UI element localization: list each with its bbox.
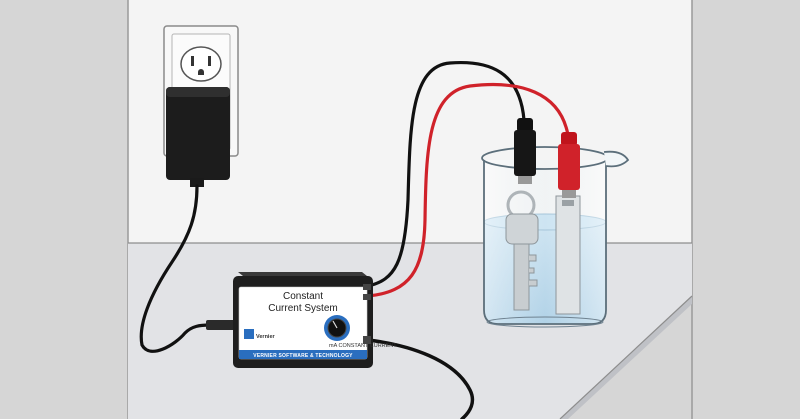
constant-current-device: Constant Current System Vernier mA CONST… bbox=[233, 272, 397, 368]
table-top bbox=[128, 243, 692, 419]
device-title-line1: Constant bbox=[283, 291, 323, 302]
metal-strip-electrode bbox=[555, 195, 581, 315]
right-margin bbox=[692, 0, 800, 419]
left-margin bbox=[0, 0, 128, 419]
black-clip bbox=[514, 118, 536, 184]
red-wire bbox=[366, 82, 570, 298]
table-edge-line bbox=[559, 295, 693, 419]
device-footer-text: VERNIER SOFTWARE & TECHNOLOGY bbox=[253, 353, 353, 359]
power-adapter bbox=[166, 87, 230, 187]
black-wire bbox=[366, 60, 526, 288]
vernier-brand: Vernier bbox=[256, 334, 276, 340]
red-clip bbox=[558, 132, 580, 198]
dial-indicator bbox=[332, 320, 338, 329]
beaker-glass bbox=[483, 160, 607, 325]
beaker bbox=[481, 146, 630, 328]
key-electrode bbox=[505, 190, 539, 311]
output-cable bbox=[366, 338, 475, 419]
adapter-cord bbox=[139, 184, 212, 353]
dial-label: mA CONSTANT CURRENT bbox=[329, 343, 397, 349]
device-title-line2: Current System bbox=[268, 303, 337, 314]
adapter-plug bbox=[206, 320, 236, 330]
vernier-logo-mark bbox=[244, 329, 254, 339]
device-footer-band bbox=[239, 350, 367, 359]
